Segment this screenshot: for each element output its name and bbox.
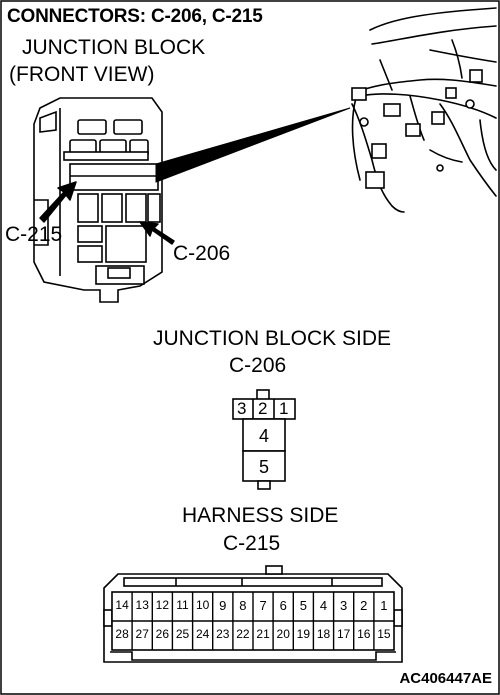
c215-pin: 7 [259, 598, 267, 613]
c215-pin: 8 [239, 598, 247, 613]
c215-pin: 23 [216, 627, 230, 641]
c215-pin: 13 [135, 598, 149, 612]
c215-pin: 17 [336, 627, 351, 641]
junction-block-side-title: JUNCTION BLOCK SIDE [153, 327, 392, 350]
c215-pin: 10 [195, 598, 210, 612]
c215-pin: 2 [360, 598, 368, 613]
page-title: CONNECTORS: C-206, C-215 [7, 6, 263, 27]
junction-block-label: JUNCTION BLOCK [22, 36, 206, 59]
arrow-c206 [139, 221, 175, 245]
harness-side-connector-id: C-215 [223, 532, 281, 555]
c206-pin: 2 [258, 399, 268, 418]
c215-pin: 3 [340, 598, 348, 613]
callout-c206: C-206 [173, 242, 231, 265]
c215-pin: 24 [195, 627, 210, 641]
c206-pin: 5 [259, 457, 270, 477]
connector-c206 [232, 389, 296, 490]
c215-pin: 27 [135, 627, 149, 641]
c215-pin: 15 [377, 627, 391, 641]
front-view-label: (FRONT VIEW) [9, 63, 155, 86]
c215-pin: 1 [380, 598, 388, 613]
c215-pin: 18 [316, 627, 331, 641]
location-wedge [155, 107, 351, 183]
c215-pin: 26 [155, 627, 170, 641]
c206-pin: 1 [279, 399, 289, 418]
c215-pin: 9 [219, 598, 227, 613]
c215-pin: 25 [175, 627, 190, 641]
dashboard-harness-sketch [351, 7, 497, 213]
arrow-c215 [39, 181, 77, 223]
c215-pin: 12 [155, 598, 170, 612]
c215-pin: 28 [115, 627, 129, 641]
c215-pin: 19 [296, 627, 311, 641]
c215-pin: 6 [279, 598, 287, 613]
harness-side-title: HARNESS SIDE [182, 504, 339, 527]
c215-pin: 20 [276, 627, 290, 641]
c215-pin: 21 [256, 627, 270, 641]
figure-code: AC406447AE [399, 670, 492, 687]
junction-block-drawing [33, 97, 163, 303]
callout-c215: C-215 [5, 223, 63, 246]
c215-pin: 4 [319, 598, 328, 613]
c215-pin: 5 [299, 598, 307, 613]
c215-pin: 11 [176, 598, 189, 612]
c206-pin: 3 [237, 399, 247, 418]
c215-pin: 22 [236, 627, 250, 641]
c215-pin: 16 [357, 627, 371, 641]
junction-block-side-connector-id: C-206 [229, 354, 287, 377]
c215-pin: 14 [115, 598, 129, 612]
c206-pin: 4 [259, 426, 270, 446]
